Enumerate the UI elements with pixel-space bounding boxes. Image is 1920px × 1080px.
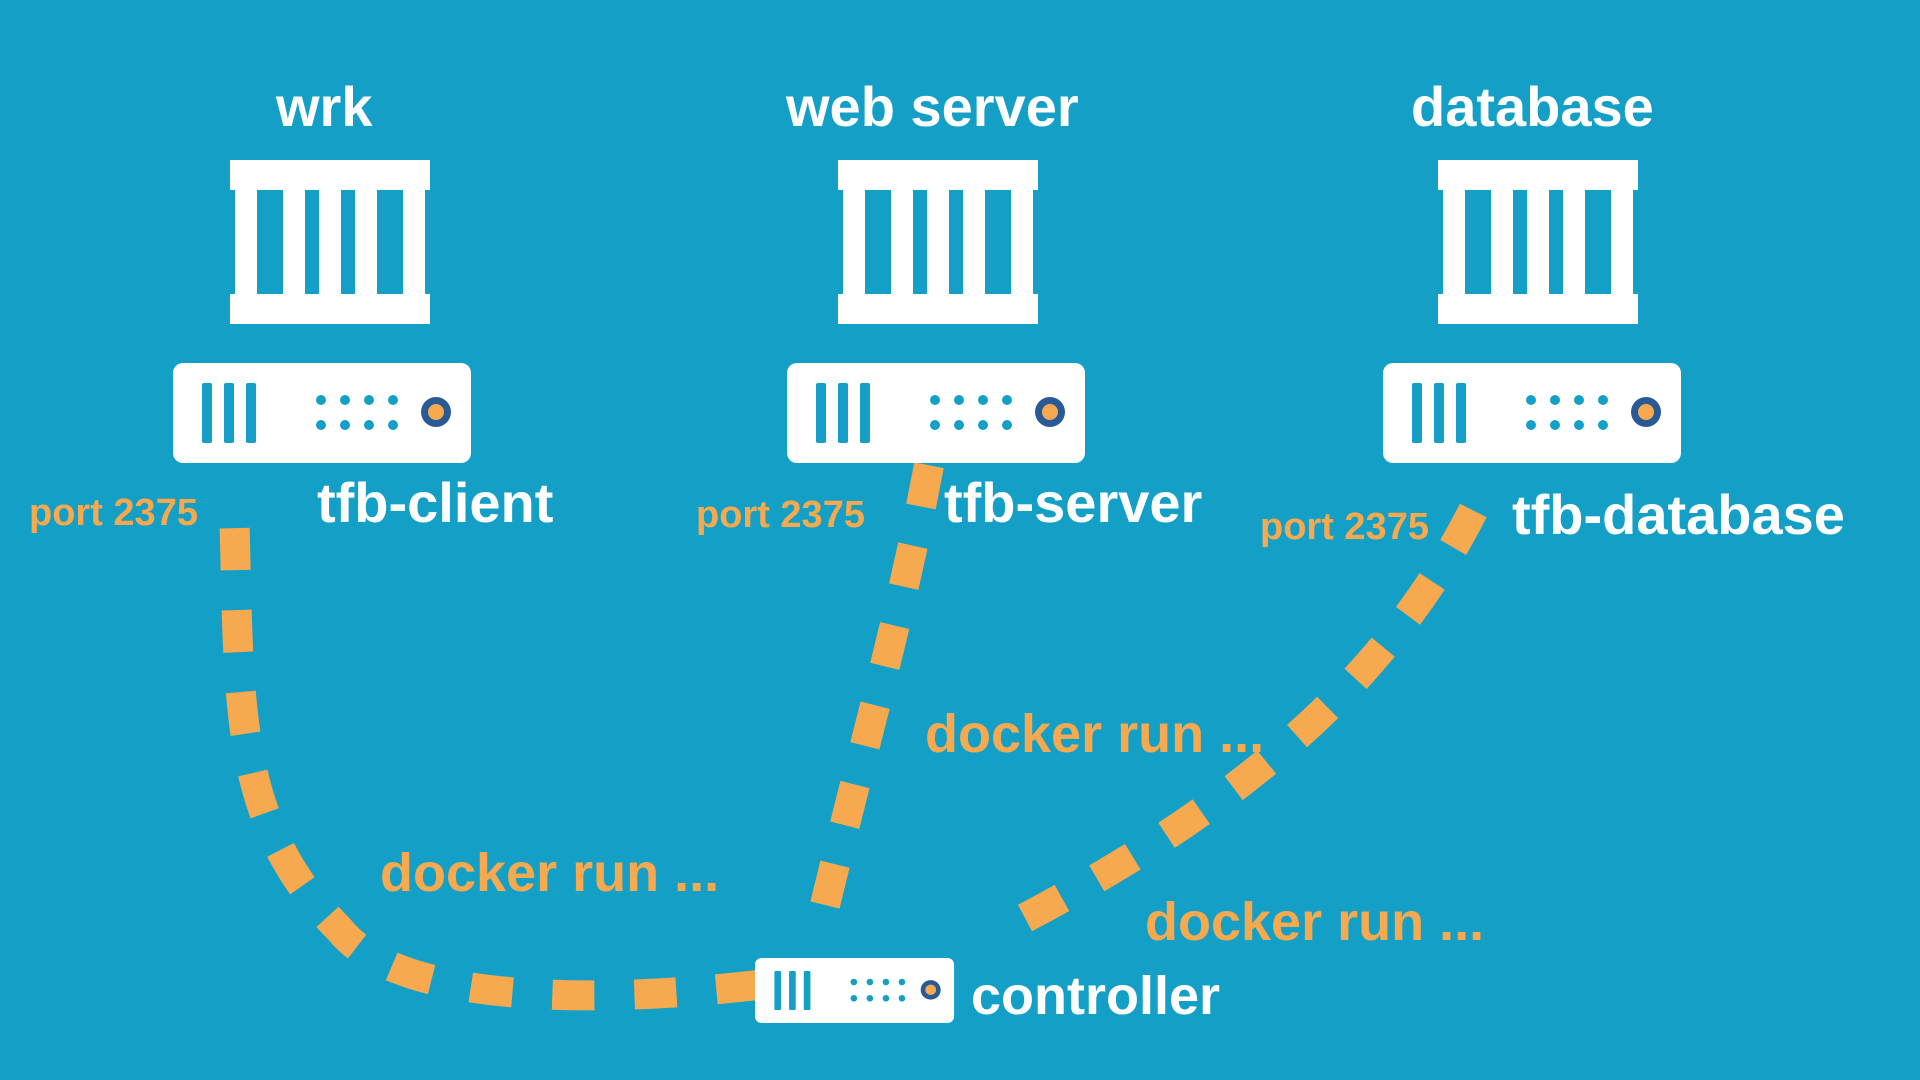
shipping-container-icon: [838, 160, 1038, 324]
command-label-server: docker run ...: [925, 704, 1265, 764]
host-label-tfb-server: tfb-server: [944, 471, 1203, 534]
server-rack-icon: [787, 363, 1085, 463]
controller-server-icon: [755, 958, 955, 1023]
port-label-server: port 2375: [696, 494, 865, 536]
command-label-client: docker run ...: [380, 843, 720, 903]
host-label-tfb-database: tfb-database: [1512, 483, 1845, 546]
container-title-database: database: [1411, 75, 1654, 138]
container-title-wrk: wrk: [276, 75, 373, 138]
shipping-container-icon: [230, 160, 430, 324]
server-rack-icon: [173, 363, 471, 463]
container-title-web-server: web server: [786, 75, 1079, 138]
server-rack-icon: [1383, 363, 1681, 463]
controller-label: controller: [971, 966, 1221, 1026]
host-label-tfb-client: tfb-client: [317, 471, 554, 534]
port-label-database: port 2375: [1260, 506, 1429, 548]
command-label-database: docker run ...: [1145, 892, 1485, 952]
connection-line-client: [219, 504, 760, 1011]
connection-lines: [219, 457, 1504, 1011]
connection-line-database: [1018, 468, 1504, 932]
port-label-client: port 2375: [29, 492, 198, 534]
shipping-container-icon: [1438, 160, 1638, 324]
